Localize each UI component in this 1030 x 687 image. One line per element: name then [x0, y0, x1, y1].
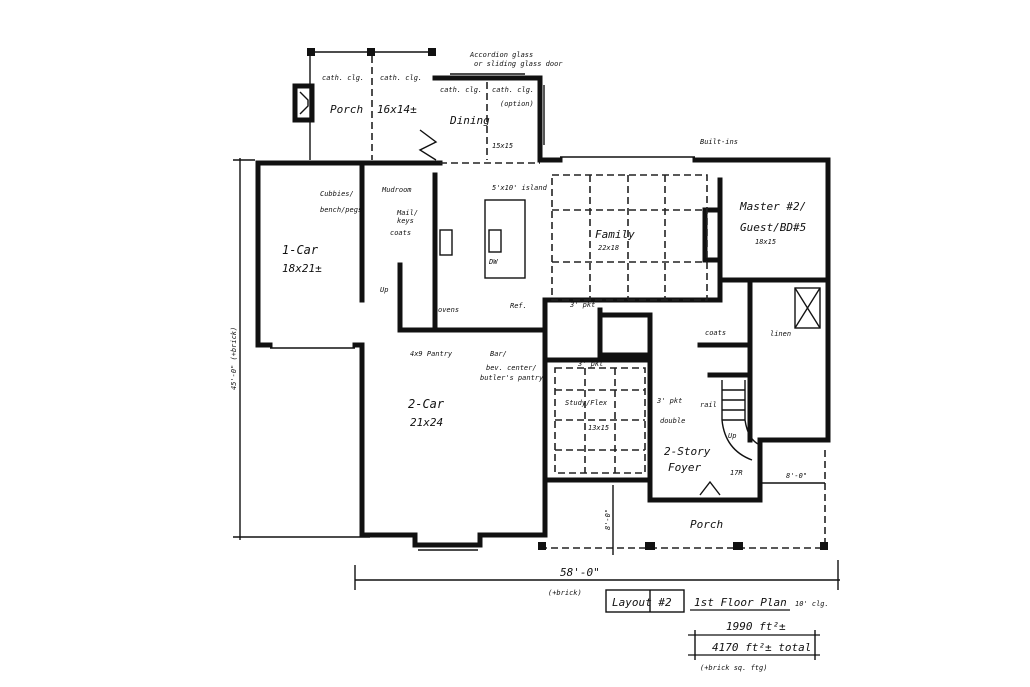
up-left-note: Up [380, 286, 388, 294]
porch-ceiling-right: cath. clg. [380, 74, 422, 82]
cubbies-note: Cubbies/ [320, 190, 354, 198]
one-car-size: 18x21± [282, 262, 322, 275]
mail-note-2: keys [397, 217, 414, 225]
width-dimension: 58'-0" [560, 566, 600, 579]
dining-ceiling-left: cath. clg. [440, 86, 482, 94]
porch-ceiling-left: cath. clg. [322, 74, 364, 82]
stair-risers-note: 17R [730, 469, 743, 477]
two-car-size: 21x24 [410, 416, 443, 429]
dining-size: 15x15 [492, 142, 513, 150]
front-porch-label: Porch [690, 518, 723, 531]
cubbies-note-2: bench/pegs [320, 206, 362, 214]
title-block [605, 589, 820, 660]
dining-option: (option) [500, 100, 534, 108]
ovens-note: ovens [438, 306, 459, 314]
bar-note: Bar/ [490, 350, 507, 358]
width-dimension-note: (+brick) [548, 589, 582, 597]
back-porch-size: 16x14± [377, 103, 417, 116]
exterior-walls [255, 156, 831, 551]
dining-room [418, 73, 545, 163]
linen-note: linen [770, 330, 791, 338]
pkt-foyer-note: 3' pkt [656, 397, 682, 405]
curved-staircase [721, 380, 761, 461]
family-size: 22x18 [598, 244, 619, 252]
one-car-label: 1-Car [282, 243, 319, 257]
floor-area: 1990 ft²± [726, 620, 786, 633]
floor-plan-title: 1st Floor Plan [694, 596, 787, 609]
master-size: 18x15 [755, 238, 776, 246]
pantry-label: 4x9 Pantry [410, 350, 453, 358]
front-porch [538, 450, 828, 555]
two-car-label: 2-Car [408, 397, 445, 411]
stair-up-note: Up [728, 432, 736, 440]
ref-note: Ref. [510, 302, 527, 310]
cooktop [439, 229, 453, 256]
builtins-note: Built-ins [700, 138, 738, 146]
dining-ceiling-right: cath. clg. [492, 86, 534, 94]
back-porch-label: Porch [330, 103, 363, 116]
mudroom-label: Mudroom [381, 186, 412, 194]
layout-label: Layout #2 [612, 596, 672, 609]
study-size: 13x15 [588, 424, 609, 432]
master-label: Master #2/ [739, 200, 806, 213]
family-coffered-ceiling [551, 174, 708, 301]
rail-note: rail [700, 401, 717, 409]
porch-depth-dim: 8'-0" [604, 509, 612, 530]
foyer-label: 2-Story [664, 445, 711, 458]
dimension-lines [233, 158, 840, 590]
accordion-note-2: or sliding glass door [474, 60, 563, 68]
bar-note-2: bev. center/ [486, 364, 537, 372]
pkt-study-note: 3' pkt [577, 360, 603, 368]
fireplace [292, 83, 315, 123]
study-label: Study/Flex [565, 399, 608, 407]
coats-left-note: coats [390, 229, 411, 237]
pkt-foyer-note-2: double [660, 417, 685, 425]
total-area: 4170 ft²± total [712, 641, 811, 654]
study-coffered-ceiling [554, 367, 646, 474]
bar-note-3: butler's pantry [480, 374, 544, 382]
brick-note: (+brick sq. ftg) [700, 664, 767, 672]
ceiling-height: 10' clg. [795, 600, 829, 608]
island-label: 5'x10' island [492, 184, 548, 192]
accordion-note: Accordion glass [469, 51, 533, 59]
kitchen-island [439, 199, 526, 279]
foyer-label-2: Foyer [668, 461, 701, 474]
mail-note: Mail/ [396, 209, 418, 217]
master-label-2: Guest/BD#5 [740, 221, 806, 234]
dw-label: DW [488, 258, 498, 266]
back-porch [292, 48, 436, 160]
depth-dimension: 45'-0" (+brick) [230, 327, 238, 390]
dining-label: Dining [449, 114, 490, 127]
porch-side-dim: 8'-0" [786, 472, 807, 480]
family-label: Family [595, 228, 635, 241]
coats-right-note: coats [705, 329, 726, 337]
pkt-top-note: 3' pkt [569, 301, 595, 309]
